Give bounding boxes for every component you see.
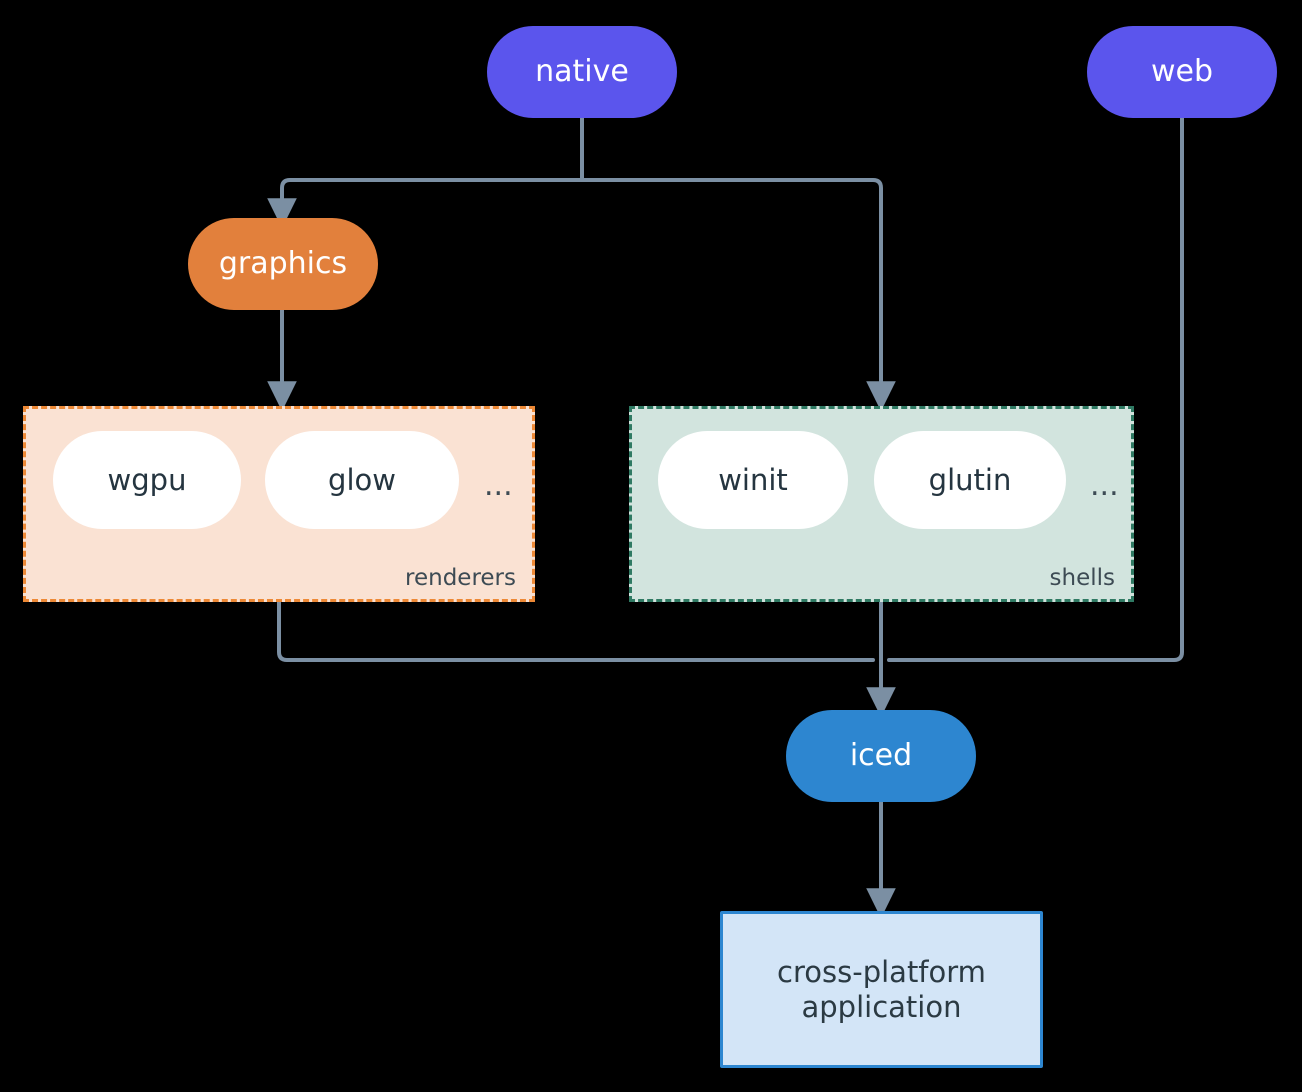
leaf-winit-label: winit [718, 463, 788, 497]
edge-native-shells [580, 178, 896, 412]
leaf-winit[interactable]: winit [658, 431, 848, 529]
node-web-label: web [1150, 54, 1214, 90]
leaf-glutin-label: glutin [928, 463, 1012, 497]
group-shells[interactable]: winit glutin ... shells [629, 406, 1134, 602]
leaf-glutin[interactable]: glutin [874, 431, 1066, 529]
node-iced-label: iced [849, 738, 913, 774]
group-renderers[interactable]: wgpu glow ... renderers [23, 406, 535, 602]
leaf-glow[interactable]: glow [265, 431, 459, 529]
renderers-overflow-ellipsis: ... [484, 468, 513, 503]
node-native[interactable]: native [487, 26, 677, 118]
edge-native-graphics [267, 178, 584, 229]
node-iced[interactable]: iced [786, 710, 976, 802]
node-application-label: cross-platform application [777, 955, 986, 1024]
group-shells-title: shells [1049, 565, 1115, 591]
shells-overflow-ellipsis: ... [1090, 468, 1119, 503]
node-native-label: native [535, 54, 629, 90]
node-graphics-label: graphics [218, 246, 348, 282]
node-cross-platform-application[interactable]: cross-platform application [720, 911, 1043, 1068]
node-web[interactable]: web [1087, 26, 1277, 118]
leaf-wgpu[interactable]: wgpu [53, 431, 241, 529]
edge-renderers-iced [277, 600, 875, 662]
group-renderers-title: renderers [405, 565, 516, 591]
leaf-wgpu-label: wgpu [107, 463, 187, 497]
leaf-glow-label: glow [328, 463, 396, 497]
node-graphics[interactable]: graphics [188, 218, 378, 310]
